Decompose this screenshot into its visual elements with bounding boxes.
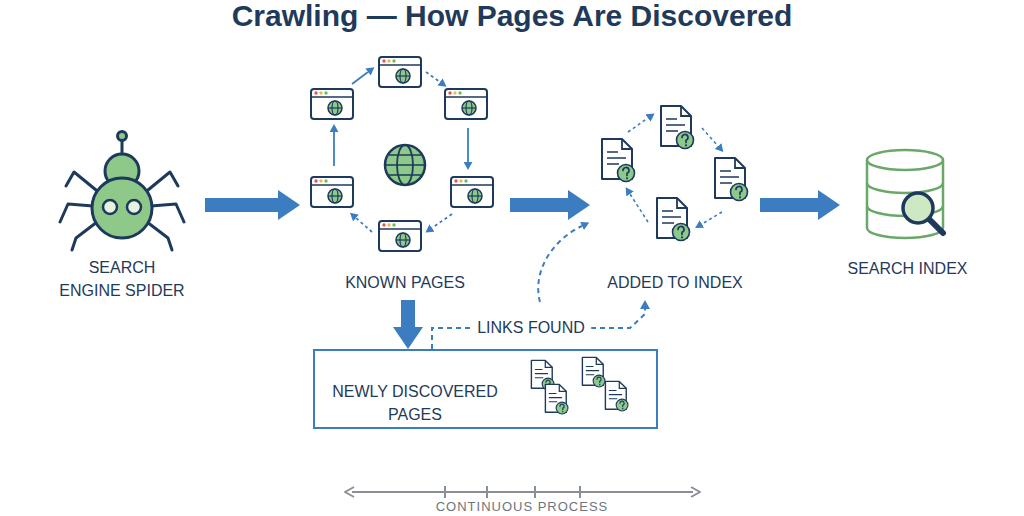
cycle-arrow: [702, 212, 722, 224]
spider-icon: [60, 132, 184, 251]
node-label: NEWLY DISCOVERED PAGES: [325, 380, 505, 426]
timeline: [345, 486, 700, 498]
node-label: SEARCH INDEX: [840, 257, 975, 280]
timeline-head: [345, 487, 354, 497]
flow-arrow: [205, 198, 278, 212]
node-label: KNOWN PAGES: [300, 271, 510, 294]
cycle-arrow: [630, 194, 648, 222]
document-icon: [657, 198, 690, 241]
cycle-arrow: [352, 72, 368, 84]
document-icon: [605, 381, 628, 411]
web-cluster: [311, 57, 493, 251]
timeline-head: [691, 487, 700, 497]
spider-antenna-tip: [118, 132, 127, 141]
link-return-arc: [538, 226, 582, 302]
cycle-arrow: [356, 218, 372, 232]
document-icon: [602, 139, 635, 182]
spider-antenna: [121, 140, 124, 154]
document-icon: [661, 106, 694, 149]
storage-node: SEARCH INDEX: [840, 130, 975, 285]
globe-parallels: [385, 155, 425, 175]
page-cluster-node: KNOWN PAGES: [300, 50, 510, 300]
browser-window: [379, 221, 421, 251]
magnifier-handle: [929, 219, 943, 233]
document-icon: [582, 357, 605, 387]
node-label: ADDED TO INDEX: [590, 271, 760, 294]
process-box: NEWLY DISCOVERED PAGES: [313, 349, 658, 429]
browser-window: [379, 57, 421, 87]
flow-arrow: [760, 198, 818, 212]
flow-arrow: [401, 300, 415, 327]
cycle-arrow: [426, 72, 440, 82]
diagram-title: Crawling — How Pages Are Discovered: [0, 0, 1024, 31]
browser-window: [451, 177, 493, 207]
magnifier-lens: [903, 193, 933, 223]
cycle-arrow: [628, 118, 648, 132]
cycle-arrow: [702, 128, 718, 146]
flow-arrow: [510, 198, 568, 212]
new-documents: [531, 357, 628, 414]
cycle-arrow: [467, 128, 469, 162]
edge-label: LINKS FOUND: [471, 318, 591, 338]
spider-body: [92, 178, 152, 238]
document-icon: [545, 384, 568, 414]
spider-eye: [127, 200, 141, 214]
diagram-caption: CONTINUOUS PROCESS: [322, 499, 722, 515]
database-top: [867, 150, 943, 170]
timeline-line: [352, 491, 693, 493]
link-arrow: [432, 309, 645, 349]
document-cluster: [538, 106, 747, 302]
browser-window: [311, 89, 353, 119]
spider-eye: [103, 200, 117, 214]
timeline-tick: [445, 486, 580, 498]
cycle-arrow: [432, 214, 452, 228]
browser-window: [311, 177, 353, 207]
document-icon: [715, 158, 748, 201]
node-label: SEARCH ENGINE SPIDER: [57, 256, 187, 302]
globe-icon: [385, 145, 425, 185]
spider-legs: [60, 172, 184, 250]
cycle-arrow: [333, 132, 335, 166]
database-body: [867, 160, 943, 238]
database-icon: [867, 150, 943, 238]
actor-node: SEARCH ENGINE SPIDER: [40, 140, 205, 310]
page-cluster-node: ADDED TO INDEX: [590, 95, 760, 300]
browser-window: [445, 89, 487, 119]
